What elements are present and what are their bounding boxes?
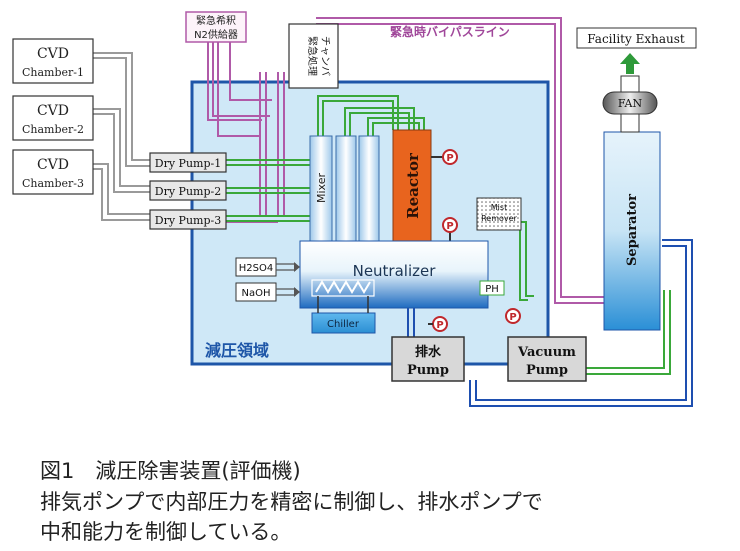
svg-text:チャンバ: チャンバ (319, 36, 331, 76)
svg-text:Pump: Pump (407, 363, 449, 378)
n2-supply-box: 緊急希釈 N2供給器 (185, 11, 247, 43)
pressure-gauge-reactor: P (431, 149, 458, 165)
exhaust-arrow-icon (620, 53, 640, 74)
cvd-chamber-2: CVD Chamber-2 (12, 95, 94, 141)
mixer-columns: Mixer (309, 135, 380, 243)
svg-text:P: P (436, 320, 443, 331)
svg-text:FAN: FAN (618, 97, 643, 110)
ph-sensor: PH (479, 280, 505, 296)
svg-text:Reactor: Reactor (404, 152, 422, 219)
svg-text:緊急処理: 緊急処理 (306, 36, 319, 76)
svg-text:P: P (446, 153, 453, 164)
naoh-input: NaOH (235, 282, 300, 302)
chiller: Chiller (311, 296, 376, 334)
dry-pump-2: Dry Pump-2 (149, 180, 227, 201)
dry-pump-1: Dry Pump-1 (149, 152, 227, 173)
svg-text:Separator: Separator (625, 194, 640, 266)
emergency-chamber: 緊急処理 チャンバ (288, 23, 339, 89)
pressure-gauge-drain: P (428, 316, 448, 332)
svg-text:H2SO4: H2SO4 (239, 263, 273, 274)
svg-text:Pump: Pump (526, 363, 568, 378)
mist-remover: Mist Remover (476, 197, 522, 231)
vacuum-pump: Vacuum Pump (507, 336, 587, 382)
neutralizer-tank: Neutralizer (299, 240, 489, 309)
caption-title: 図1 減圧除害装置(評価機) (40, 459, 301, 483)
h2so4-input: H2SO4 (235, 257, 300, 277)
mixer-label: Mixer (315, 173, 328, 203)
caption-line-2: 排気ポンプで内部圧力を精密に制御し、排水ポンプで (40, 490, 543, 514)
svg-text:Dry Pump-3: Dry Pump-3 (155, 214, 221, 227)
drain-pump: 排水 Pump (391, 336, 465, 382)
region-label: 減圧領域 (205, 341, 269, 360)
svg-text:Mist: Mist (491, 203, 507, 212)
svg-text:排水: 排水 (415, 344, 442, 360)
svg-text:Chamber-1: Chamber-1 (22, 66, 84, 79)
svg-text:Dry Pump-2: Dry Pump-2 (155, 185, 221, 198)
svg-text:N2供給器: N2供給器 (194, 28, 238, 41)
bypass-line (316, 17, 604, 304)
svg-text:Dry Pump-1: Dry Pump-1 (155, 157, 221, 170)
svg-text:P: P (446, 221, 453, 232)
svg-text:Neutralizer: Neutralizer (353, 262, 437, 280)
chamber-pipes (93, 52, 150, 221)
svg-text:Remover: Remover (481, 214, 517, 223)
svg-text:NaOH: NaOH (242, 288, 271, 299)
dry-pump-3: Dry Pump-3 (149, 209, 227, 230)
svg-text:Chamber-2: Chamber-2 (22, 123, 84, 136)
svg-text:Chamber-3: Chamber-3 (22, 177, 84, 190)
svg-text:Facility Exhaust: Facility Exhaust (587, 32, 685, 46)
facility-exhaust-label: Facility Exhaust (576, 27, 697, 49)
svg-text:緊急希釈: 緊急希釈 (196, 14, 236, 27)
caption-line-3: 中和能力を制御している。 (40, 520, 292, 544)
separator: Separator (603, 131, 661, 331)
blue-pipes (407, 239, 693, 407)
cvd-chamber-1: CVD Chamber-1 (12, 38, 94, 84)
reactor: Reactor (392, 129, 432, 243)
svg-text:CVD: CVD (37, 157, 69, 173)
svg-text:Vacuum: Vacuum (517, 345, 576, 360)
svg-text:PH: PH (485, 284, 499, 295)
svg-text:P: P (509, 312, 516, 323)
pressure-gauge-neutralizer: P (442, 217, 458, 241)
cvd-chamber-3: CVD Chamber-3 (12, 149, 94, 195)
svg-text:CVD: CVD (37, 46, 69, 62)
fan: FAN (602, 91, 658, 115)
bypass-label: 緊急時バイパスライン (390, 24, 510, 39)
svg-text:Chiller: Chiller (327, 319, 360, 330)
pressure-gauge-vacuum: P (505, 308, 521, 324)
svg-text:CVD: CVD (37, 103, 69, 119)
